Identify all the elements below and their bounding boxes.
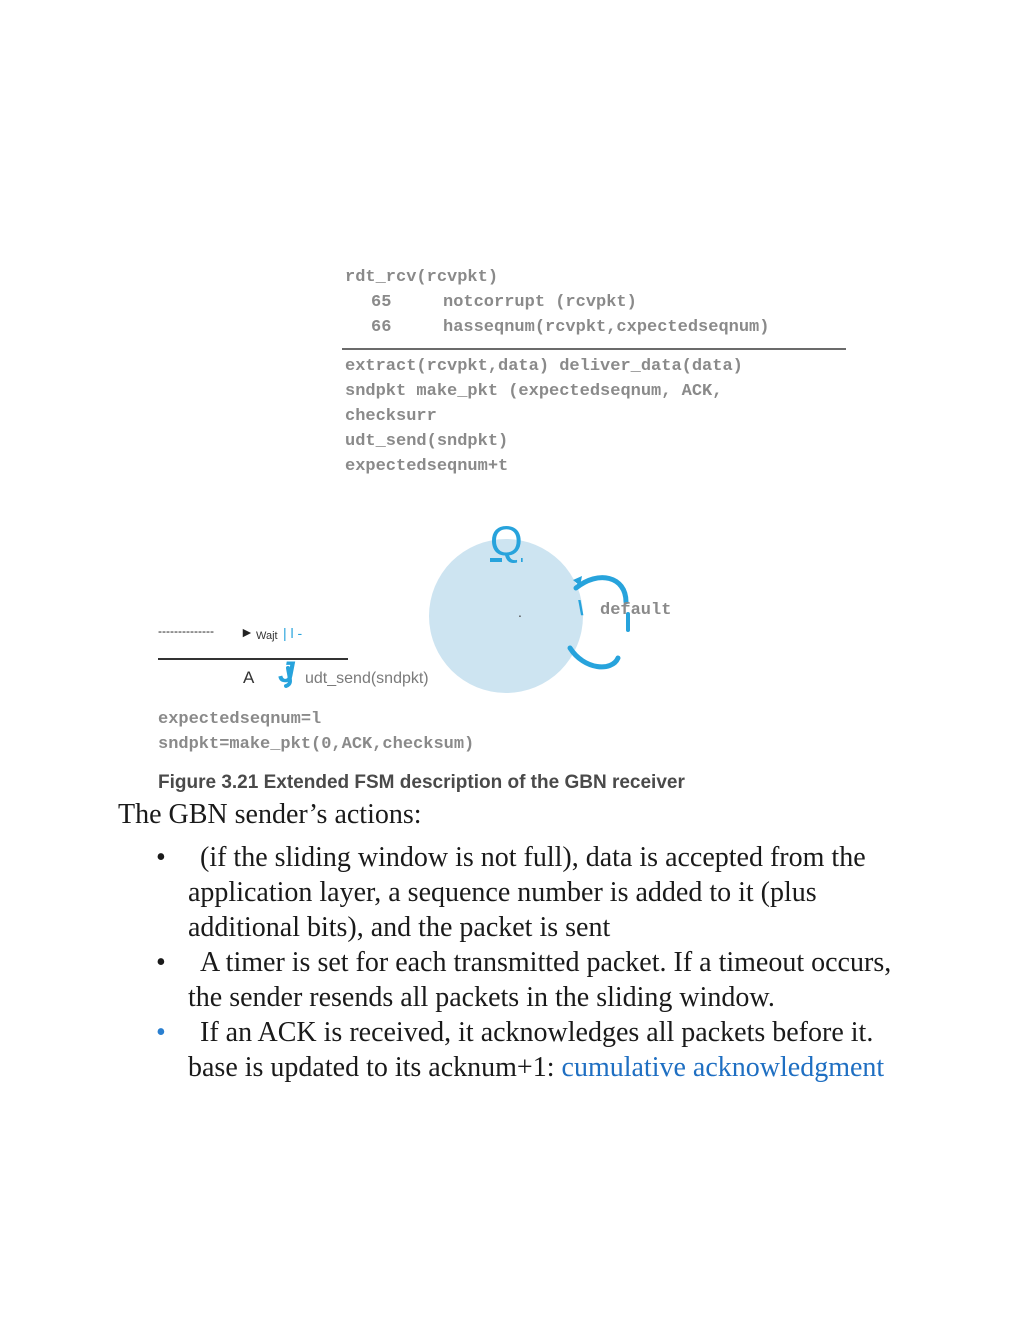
default-label: default [600,601,672,620]
action-line: checksurr [345,407,437,426]
list-item: • (if the sliding window is not full), d… [150,840,910,945]
state-dot: . [518,604,522,620]
state-label: Q [490,517,523,564]
condition-number: 66 [371,318,392,337]
self-loop-mark: \ [578,598,584,620]
self-loop-arrowhead [573,576,582,586]
bullet-marker: • [156,842,166,873]
init-var-line: expectedseqnum=l [158,710,322,729]
init-curve [284,666,292,688]
bullet-text: (if the sliding window is not full), dat… [188,842,866,943]
cumulative-ack-highlight: cumulative acknowledgment [561,1052,885,1083]
init-action: udt_send(sndpkt) [305,670,429,687]
action-line: extract(rcvpkt,data) deliver_data(data) [345,357,743,376]
bullet-text: If an ACK is received, it acknowledges a… [188,1017,874,1083]
condition-text: hasseqnum(rcvpkt,cxpectedseqnum) [443,318,770,337]
action-line: sndpkt make_pkt (expectedseqnum, ACK, [345,382,723,401]
bullet-marker: • [156,1017,166,1048]
init-j-glyph: J [278,656,295,689]
bullet-list: • (if the sliding window is not full), d… [150,840,910,1085]
wait-state-circle [429,539,583,693]
init-var-line: sndpkt=make_pkt(0,ACK,checksum) [158,735,475,754]
section-heading: The GBN sender’s actions: [118,799,422,830]
action-line: udt_send(sndpkt) [345,432,509,451]
bullet-text: A timer is set for each transmitted pack… [188,947,892,1013]
action-line: expectedseqnum+t [345,457,509,476]
wait-bars: | l - [283,625,303,641]
wait-label: Wajt [256,630,278,642]
list-item: • A timer is set for each transmitted pa… [150,945,910,1015]
init-arrow-head: ► [240,624,254,640]
init-a-label: A [243,668,255,687]
transition-divider [342,348,846,350]
list-item: • If an ACK is received, it acknowledges… [150,1015,910,1085]
init-arrow-line: -------------- [158,624,214,638]
self-loop-arc-bottom [567,645,621,670]
condition-text: notcorrupt (rcvpkt) [443,293,637,312]
figure-caption: Figure 3.21 Extended FSM description of … [158,772,685,793]
condition-number: 65 [371,293,392,312]
event-header: rdt_rcv(rcvpkt) [345,268,499,287]
self-loop-arc-top [573,575,629,605]
bullet-marker: • [156,947,166,978]
init-divider [158,658,348,660]
